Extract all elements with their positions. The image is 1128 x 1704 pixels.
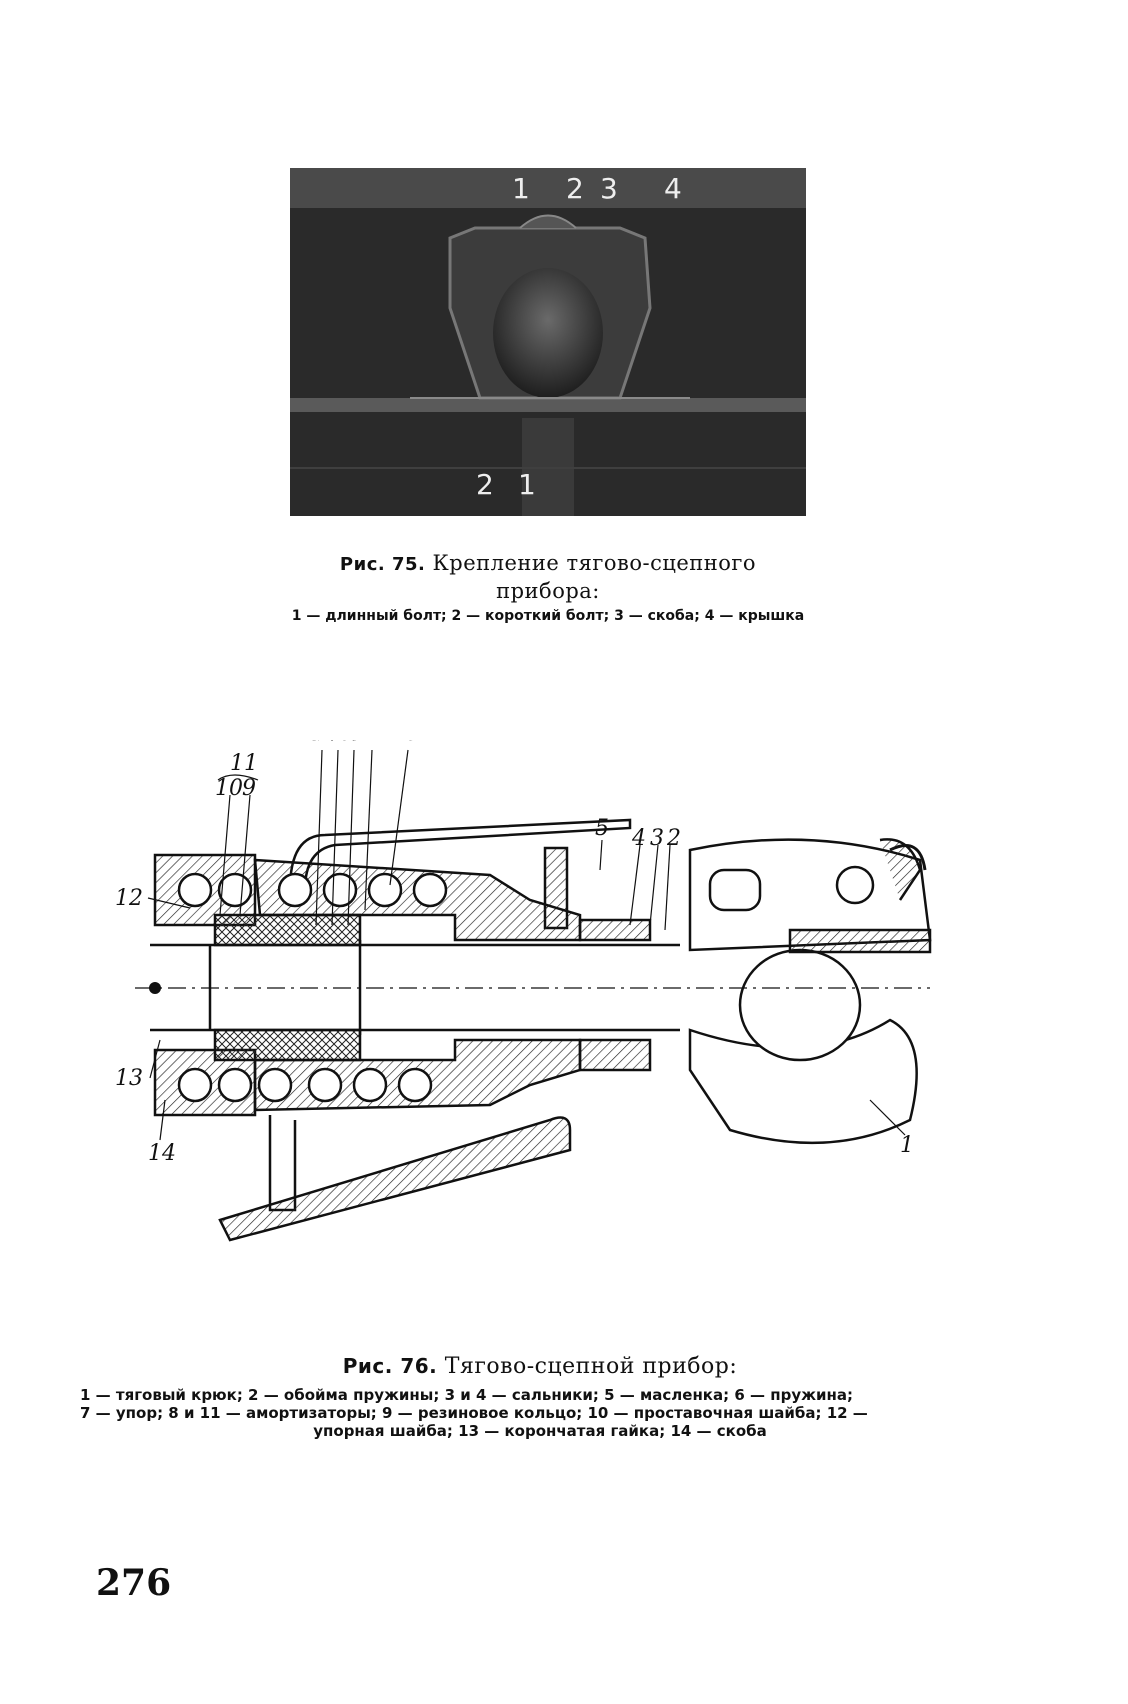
label-12: 12	[115, 886, 143, 911]
fig76-legend-line3: упорная шайба; 13 — корончатая гайка; 14…	[313, 1422, 767, 1440]
label-14: 14	[148, 1141, 176, 1166]
label-1: 1	[900, 1133, 914, 1158]
label-6: 6	[405, 740, 419, 746]
fig76-caption: Рис. 76. Тягово-сцепной прибор: 1 — тяго…	[80, 1353, 1000, 1440]
label-10b: 10	[215, 776, 243, 801]
fig76-legend-line1: 1 — тяговый крюк; 2 — обойма пружины; 3 …	[80, 1386, 854, 1404]
page-number: 276	[96, 1562, 172, 1604]
fig75-caption-title: Крепление тягово-сцепного прибора:	[432, 551, 757, 603]
photo-label-bottom-1: 1	[518, 468, 536, 501]
fig75-photo: 1 2 3 4 2 1	[290, 168, 806, 516]
label-2: 2	[666, 826, 681, 851]
label-7: 7	[373, 740, 387, 746]
label-10a: 10	[325, 740, 353, 746]
label-9c: 9	[242, 776, 256, 801]
label-5: 5	[595, 816, 609, 841]
photo-label-top-1: 1	[512, 172, 530, 205]
photo-label-top-3: 3	[600, 172, 618, 205]
fig75-caption-prefix: Рис. 75.	[339, 554, 426, 575]
photo-label-top-4: 4	[664, 172, 682, 205]
fig76-legend: 1 — тяговый крюк; 2 — обойма пружины; 3 …	[80, 1386, 1000, 1440]
label-4: 4	[631, 826, 646, 851]
fig76-drawing: 8 9 10 9 7 6 11 10 9 5 4 3 2 12 13 14 1	[110, 713, 1020, 1340]
fig76-legend-line2: 7 — упор; 8 и 11 — амортизаторы; 9 — рез…	[80, 1404, 868, 1422]
label-9a: 9	[310, 740, 324, 746]
photo-label-bottom-2: 2	[476, 468, 494, 501]
fig75-legend: 1 — длинный болт; 2 — короткий болт; 3 —…	[291, 608, 805, 624]
fig76-caption-title: Тягово-сцепной прибор:	[444, 1354, 738, 1379]
fig76-caption-prefix: Рис. 76.	[342, 1354, 438, 1378]
fig75-caption: Рис. 75. Крепление тягово-сцепного прибо…	[290, 550, 806, 625]
label-9b: 9	[350, 740, 364, 746]
label-11: 11	[230, 751, 258, 776]
photo-label-top-2: 2	[566, 172, 584, 205]
label-13: 13	[115, 1066, 143, 1091]
label-3: 3	[650, 826, 664, 851]
